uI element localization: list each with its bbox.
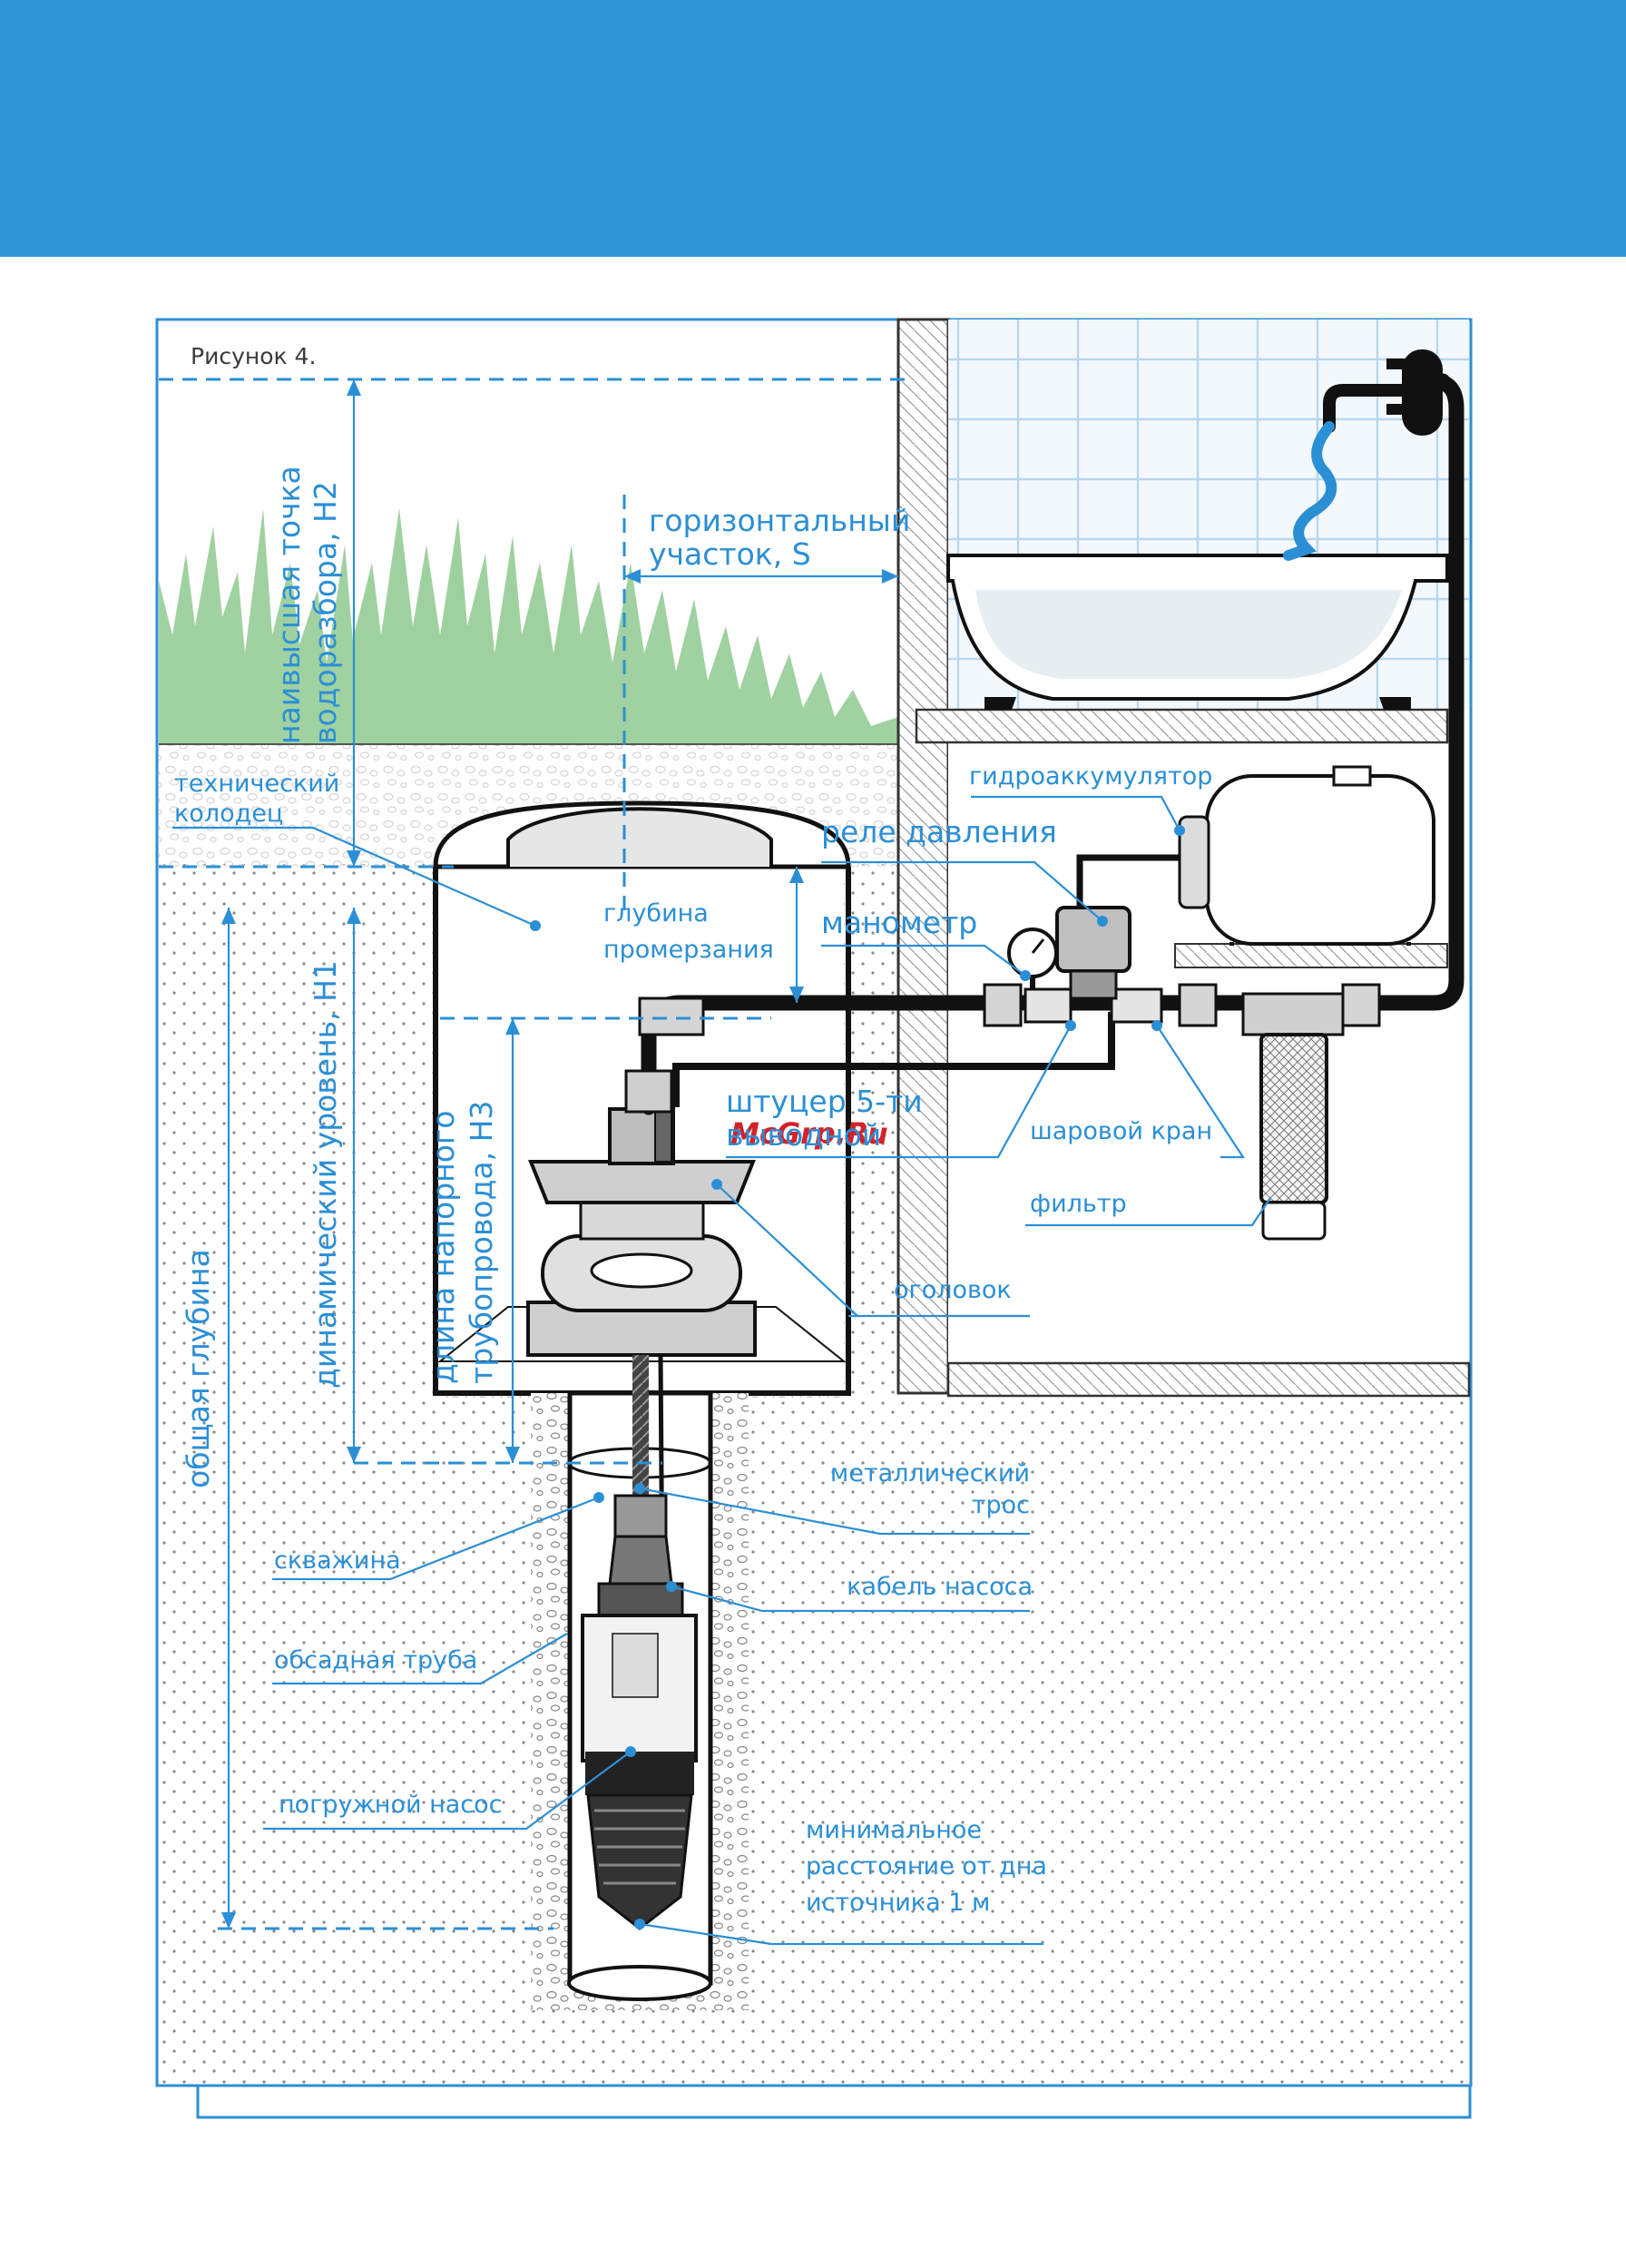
figure-caption: Рисунок 4. bbox=[191, 343, 316, 369]
label-accumulator: гидроаккумулятор bbox=[969, 762, 1212, 790]
label-ball-valve: шаровой кран bbox=[1030, 1117, 1212, 1145]
label-pump-cable: кабель насоса bbox=[847, 1573, 1033, 1601]
building-wall bbox=[896, 318, 950, 1395]
label-submersible-pump: погружной насос bbox=[279, 1791, 503, 1819]
label-tech-well: технический колодец bbox=[174, 770, 339, 828]
dimension-h1 bbox=[347, 908, 361, 1463]
label-filter: фильтр bbox=[1030, 1190, 1127, 1218]
hydro-accumulator-icon bbox=[1178, 765, 1435, 946]
label-well-head: оголовок bbox=[894, 1276, 1012, 1304]
steel-cable bbox=[632, 1355, 649, 1496]
bathtub-icon bbox=[946, 554, 1449, 710]
label-min-distance: минимальное расстояние от дна источника … bbox=[806, 1816, 1047, 1917]
svg-text:минимальное: минимальное bbox=[806, 1816, 982, 1844]
control-cable bbox=[672, 1012, 1115, 1107]
label-pressure-relay: реле давления bbox=[821, 814, 1057, 849]
label-dynamic-level: динамический уровень, Н1 bbox=[308, 960, 343, 1389]
pressure-relay-icon bbox=[1055, 854, 1180, 1000]
svg-text:промерзания: промерзания bbox=[603, 936, 774, 964]
svg-text:горизонтальный: горизонтальный bbox=[649, 503, 910, 538]
faucet-icon bbox=[1323, 349, 1443, 436]
dimension-total bbox=[221, 908, 236, 1929]
svg-text:металлический: металлический bbox=[830, 1459, 1030, 1487]
floor-slab-lower bbox=[946, 1361, 1471, 1398]
dimension-s bbox=[624, 569, 898, 584]
svg-text:технический: технический bbox=[174, 770, 339, 798]
svg-text:наивысшая точка: наивысшая точка bbox=[271, 466, 307, 744]
dimension-frost bbox=[789, 867, 804, 1003]
svg-text:источника 1 м: источника 1 м bbox=[806, 1889, 990, 1917]
well-lid-icon bbox=[433, 800, 851, 869]
svg-text:расстояние от дна: расстояние от дна bbox=[806, 1852, 1047, 1880]
dimension-h3 bbox=[505, 1018, 520, 1463]
filter-icon bbox=[1241, 992, 1345, 1241]
watermark: McGrp.Ru bbox=[730, 1116, 888, 1151]
floor-slab-upper bbox=[915, 708, 1449, 744]
label-borehole: скважина bbox=[274, 1546, 401, 1575]
label-pipe-length: длина напорного трубопровода, Н3 bbox=[426, 1101, 499, 1384]
manometer-icon bbox=[1007, 928, 1058, 989]
label-manometer: манометр bbox=[821, 905, 977, 940]
svg-text:длина напорного: длина напорного bbox=[426, 1111, 461, 1384]
label-total-depth: общая глубина bbox=[181, 1249, 216, 1488]
header-band bbox=[0, 0, 1626, 257]
svg-text:динамический уровень, Н1: динамический уровень, Н1 bbox=[308, 960, 343, 1389]
well-head-icon bbox=[526, 1097, 757, 1357]
svg-text:глубина: глубина bbox=[603, 899, 709, 928]
label-casing: обсадная труба bbox=[274, 1646, 477, 1674]
svg-text:трубопровода, Н3: трубопровода, Н3 bbox=[464, 1101, 499, 1384]
svg-text:штуцер 5-ти: штуцер 5-ти bbox=[726, 1084, 923, 1119]
casing-bottom bbox=[567, 1965, 712, 2001]
svg-text:выводной: выводной bbox=[726, 1117, 881, 1153]
label-highest-point: наивысшая точка водоразбора, Н2 bbox=[271, 466, 343, 744]
dimension-h2 bbox=[347, 379, 361, 867]
submersible-pump-icon bbox=[581, 1494, 698, 1930]
leader-lines bbox=[172, 795, 1271, 1946]
label-fitting: штуцер 5-ти выводной bbox=[726, 1084, 923, 1153]
svg-text:участок, S: участок, S bbox=[649, 536, 811, 572]
svg-text:трос: трос bbox=[972, 1491, 1030, 1519]
label-steel-cable: металлический трос bbox=[830, 1459, 1030, 1519]
water-stream bbox=[1283, 421, 1337, 561]
svg-text:колодец: колодец bbox=[174, 800, 283, 828]
shelf bbox=[1174, 943, 1448, 968]
label-frost-depth: глубина промерзания bbox=[603, 899, 774, 964]
pipe-fittings bbox=[624, 983, 1381, 1114]
svg-text:водоразбора, Н2: водоразбора, Н2 bbox=[308, 481, 343, 744]
label-horizontal-section: горизонтальный участок, S bbox=[649, 503, 910, 572]
svg-text:общая глубина: общая глубина bbox=[181, 1249, 216, 1488]
